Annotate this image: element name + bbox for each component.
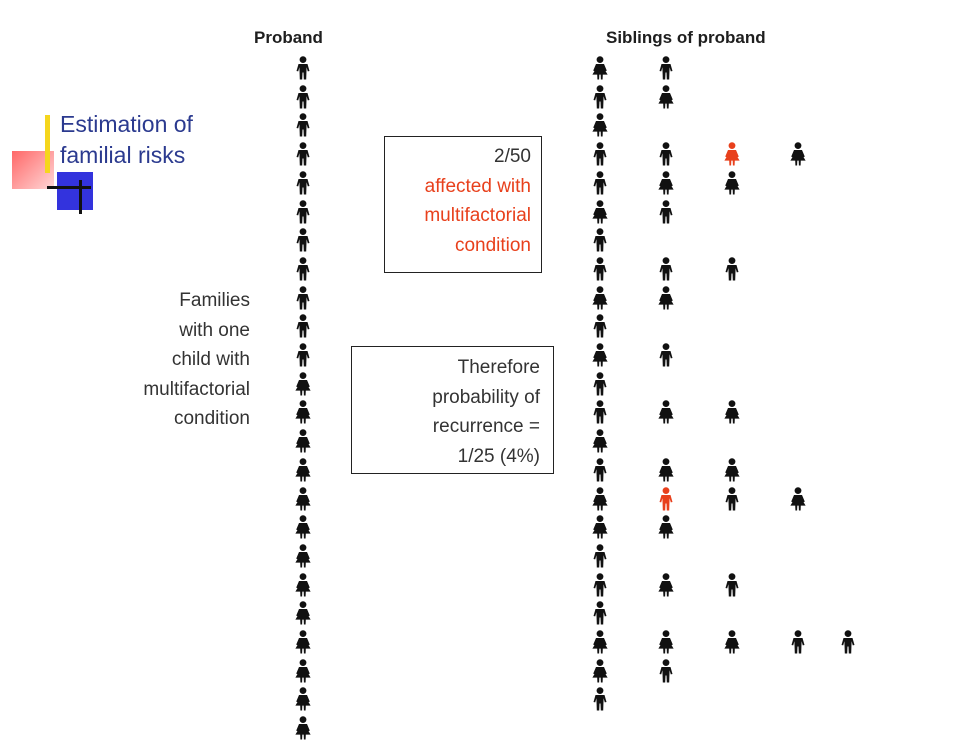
male-figure-icon [590, 257, 610, 281]
female-figure-icon [293, 372, 313, 396]
male-figure-icon [590, 400, 610, 424]
probability-line: probability of [432, 386, 540, 408]
male-figure-icon [722, 257, 742, 281]
deco-blue-square [57, 172, 93, 210]
male-figure-icon [293, 171, 313, 195]
families-line: multifactorial [143, 378, 250, 400]
affected-count-box: 2/50 affected with multifactorial condit… [384, 136, 542, 273]
female-figure-icon [590, 659, 610, 683]
families-line: with one [179, 319, 250, 341]
male-figure-icon [590, 687, 610, 711]
male-figure-icon [590, 85, 610, 109]
deco-horizontal-line [47, 186, 91, 189]
female-figure-icon [656, 458, 676, 482]
male-figure-icon [590, 314, 610, 338]
male-figure-icon [656, 257, 676, 281]
female-figure-icon [656, 171, 676, 195]
affected-count: 2/50 [494, 146, 531, 167]
probability-line: Therefore [457, 357, 540, 378]
female-figure-icon [293, 429, 313, 453]
female-figure-icon [590, 630, 610, 654]
male-figure-icon [590, 171, 610, 195]
male-figure-icon [656, 343, 676, 367]
female-figure-icon [656, 286, 676, 310]
female-figure-icon [293, 573, 313, 597]
families-line: Families [179, 290, 250, 311]
female-figure-icon [293, 487, 313, 511]
male-figure-icon [293, 257, 313, 281]
male-figure-icon [293, 286, 313, 310]
female-figure-icon [722, 171, 742, 195]
male-figure-icon [838, 630, 858, 654]
male-figure-icon [722, 487, 742, 511]
female-figure-icon [293, 544, 313, 568]
male-figure-icon [656, 200, 676, 224]
male-figure-icon [293, 228, 313, 252]
male-figure-icon [590, 573, 610, 597]
male-figure-icon [590, 601, 610, 625]
female-figure-icon [656, 515, 676, 539]
male-figure-icon [293, 142, 313, 166]
probability-line: recurrence = [432, 416, 540, 437]
male-figure-icon [656, 56, 676, 80]
affected-line: affected with [424, 175, 531, 197]
female-figure-icon [293, 601, 313, 625]
female-figure-icon [656, 573, 676, 597]
female-figure-icon [590, 56, 610, 80]
families-line: child with [171, 349, 250, 370]
female-figure-icon [293, 400, 313, 424]
female-figure-icon [788, 487, 808, 511]
female-figure-icon [590, 286, 610, 310]
female-figure-icon [293, 659, 313, 683]
male-figure-icon [293, 56, 313, 80]
female-figure-icon [722, 630, 742, 654]
families-line: condition [173, 408, 250, 429]
title-line-2: familial risks [60, 142, 186, 168]
male-figure-icon [590, 544, 610, 568]
proband-header: Proband [254, 28, 323, 47]
affected-female-figure-icon [722, 142, 742, 166]
male-figure-icon [590, 142, 610, 166]
male-figure-icon [722, 573, 742, 597]
families-description: Families with one child with multifactor… [100, 286, 250, 434]
female-figure-icon [590, 515, 610, 539]
affected-male-figure-icon [656, 487, 676, 511]
male-figure-icon [656, 659, 676, 683]
deco-yellow-bar [45, 115, 50, 173]
female-figure-icon [590, 429, 610, 453]
deco-vertical-line [79, 180, 82, 214]
female-figure-icon [293, 515, 313, 539]
female-figure-icon [590, 487, 610, 511]
female-figure-icon [293, 458, 313, 482]
female-figure-icon [722, 400, 742, 424]
siblings-header: Siblings of proband [606, 28, 766, 47]
recurrence-probability-box: Therefore probability of recurrence = 1/… [351, 346, 554, 474]
male-figure-icon [590, 372, 610, 396]
male-figure-icon [590, 228, 610, 252]
male-figure-icon [788, 630, 808, 654]
female-figure-icon [656, 630, 676, 654]
male-figure-icon [293, 113, 313, 137]
male-figure-icon [293, 343, 313, 367]
male-figure-icon [293, 85, 313, 109]
female-figure-icon [293, 630, 313, 654]
female-figure-icon [788, 142, 808, 166]
female-figure-icon [722, 458, 742, 482]
female-figure-icon [656, 85, 676, 109]
affected-line: multifactorial [424, 205, 531, 226]
title-line-1: Estimation of [60, 111, 193, 137]
affected-line: condition [454, 234, 531, 256]
male-figure-icon [656, 142, 676, 166]
male-figure-icon [293, 314, 313, 338]
male-figure-icon [590, 458, 610, 482]
female-figure-icon [590, 343, 610, 367]
female-figure-icon [656, 400, 676, 424]
female-figure-icon [590, 200, 610, 224]
male-figure-icon [293, 200, 313, 224]
female-figure-icon [293, 687, 313, 711]
probability-line: 1/25 (4%) [457, 445, 540, 467]
page-title: Estimation of familial risks [60, 109, 193, 171]
female-figure-icon [590, 113, 610, 137]
